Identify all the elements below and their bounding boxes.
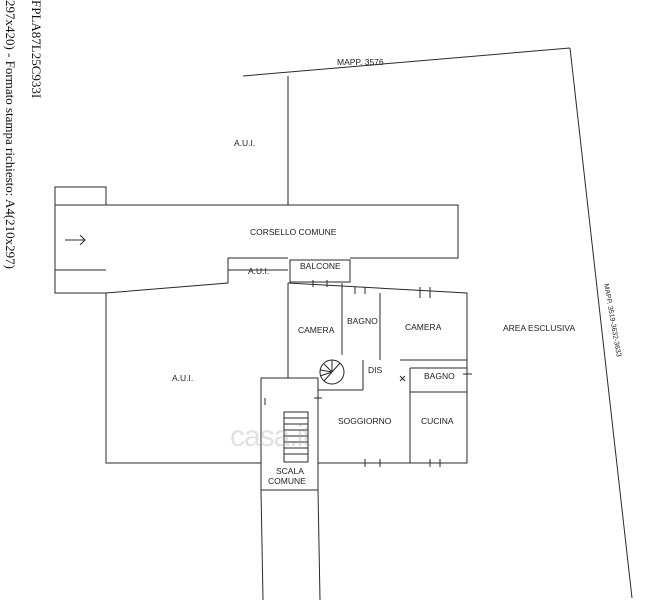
label-dis: DIS	[368, 365, 383, 375]
label-camera-left: CAMERA	[298, 325, 335, 335]
apartment-outline	[287, 282, 468, 464]
label-aui-top: A.U.I.	[234, 138, 255, 148]
label-aui-left: A.U.I.	[172, 373, 193, 383]
boundary-top	[242, 47, 571, 77]
boundary-right	[569, 47, 633, 599]
balcone-rect	[289, 259, 351, 283]
label-mapp-right: MAPP. 3519-3632-3633	[602, 283, 622, 357]
label-bagno-top: BAGNO	[347, 316, 378, 326]
label-camera-right: CAMERA	[405, 322, 442, 332]
label-area-esclusiva: AREA ESCLUSIVA	[503, 323, 575, 333]
label-bagno-right: BAGNO	[424, 371, 455, 381]
watermark-logo: casa.it	[230, 420, 311, 453]
label-cucina: CUCINA	[421, 416, 454, 426]
label-scala: SCALA	[276, 466, 304, 476]
label-soggiorno: SOGGIORNO	[338, 416, 392, 426]
label-aui-small: A.U.I.	[248, 266, 269, 276]
corsello-outline	[106, 204, 459, 259]
label-mapp-top: MAPP. 3576	[337, 57, 384, 67]
scala-comune	[260, 377, 319, 491]
corsello-left	[54, 186, 107, 294]
label-comune: COMUNE	[268, 476, 306, 486]
label-corsello: CORSELLO COMUNE	[250, 227, 337, 237]
label-balcone: BALCONE	[300, 261, 341, 271]
